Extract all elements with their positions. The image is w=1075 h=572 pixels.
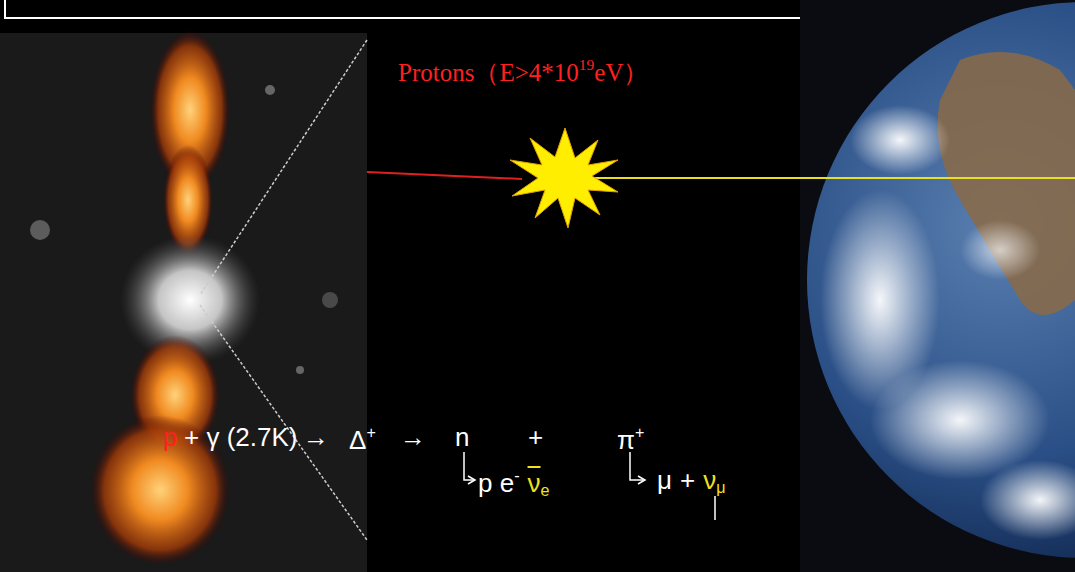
subscript: μ — [716, 478, 725, 496]
collision-star — [510, 128, 618, 228]
text-group: n — [455, 424, 469, 450]
text-group: π+ — [617, 424, 644, 453]
text-group: + — [528, 424, 543, 450]
formula-text: μ — [657, 465, 672, 495]
formula-text: → — [303, 422, 329, 452]
text-group: + γ (2.7K) — [184, 424, 297, 450]
decay-bracket — [464, 452, 715, 520]
formula-text: ν — [703, 465, 716, 495]
earth-image — [800, 0, 1075, 572]
superscript: + — [366, 423, 375, 441]
proton-track — [367, 172, 522, 179]
superscript: - — [514, 466, 519, 484]
formula-text: n — [455, 422, 469, 452]
formula-text: p — [163, 422, 177, 452]
subscript: e — [541, 481, 550, 499]
text-group: μ+νμ — [657, 467, 725, 495]
formula-text: Protons（E>4*10 — [398, 59, 579, 86]
text-group: Protons（E>4*1019eV） — [398, 57, 648, 85]
formula-text: π — [617, 425, 635, 455]
superscript: 19 — [579, 56, 595, 73]
formula-text: ν — [528, 468, 541, 498]
formula-text: Δ — [349, 425, 366, 455]
formula-text: eV） — [594, 59, 648, 86]
formula-text: → — [400, 422, 426, 452]
text-group: → — [303, 424, 329, 450]
product-track — [565, 177, 1075, 179]
text-group: p — [163, 424, 177, 450]
formula-text: p e — [478, 468, 514, 498]
text-group: → — [400, 424, 426, 450]
text-group: Δ+ — [349, 424, 376, 453]
radio-galaxy-image — [0, 30, 367, 572]
superscript: + — [635, 423, 644, 441]
formula-text: + — [528, 422, 543, 452]
formula-text: + — [680, 465, 695, 495]
text-group: p e-νe — [478, 467, 550, 498]
formula-text: + γ (2.7K) — [184, 422, 297, 452]
